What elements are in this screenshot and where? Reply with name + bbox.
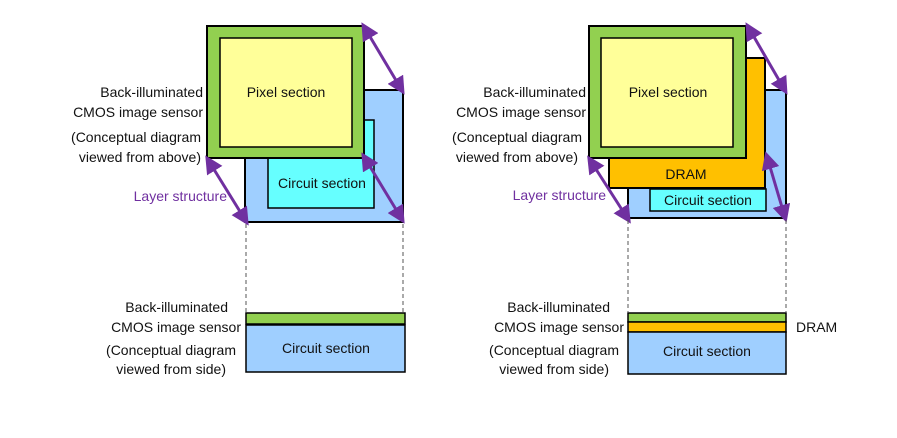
left-side-pixel <box>245 312 406 325</box>
right-top-note-line1: (Conceptual diagram <box>452 129 582 145</box>
left-side-note-line1: (Conceptual diagram <box>106 342 236 358</box>
right-pixel-section-box <box>600 37 734 148</box>
right-top-view: Circuit section DRAM Pixel section <box>587 22 791 312</box>
left-pixel-section-box <box>219 37 353 148</box>
left-side-view: Circuit section <box>245 312 406 373</box>
left-arrow-right <box>361 152 405 224</box>
left-top-note-line2: viewed from above) <box>79 149 201 165</box>
left-arrow-top <box>361 22 405 95</box>
right-circuit-section-label: Circuit section <box>664 192 752 208</box>
right-side-dram-label: DRAM <box>796 319 837 335</box>
left-arrow-bottom <box>205 155 249 226</box>
right-side-view: Circuit section <box>627 312 787 375</box>
right-side-circuit <box>627 331 787 375</box>
right-dram-label: DRAM <box>665 166 706 182</box>
left-side-circuit <box>245 324 406 373</box>
right-layer-structure-label: Layer structure <box>513 187 607 203</box>
right-side-dram <box>627 321 787 333</box>
left-top-view: Circuit section Pixel section <box>205 22 405 312</box>
right-side-label-line2: CMOS image sensor <box>494 319 624 335</box>
right-arrow-bottom <box>587 155 631 224</box>
right-side-circuit-label: Circuit section <box>663 343 751 359</box>
left-side-label-line1: Back-illuminated <box>125 299 228 315</box>
right-side-label-line1: Back-illuminated <box>507 299 610 315</box>
left-top-note-line1: (Conceptual diagram <box>71 129 201 145</box>
left-layer-structure-label: Layer structure <box>134 188 228 204</box>
right-arrow-top <box>745 22 788 95</box>
left-circuit-section-label: Circuit section <box>278 175 366 191</box>
right-side-pixel <box>627 312 787 323</box>
right-top-note-line2: viewed from above) <box>456 149 578 165</box>
right-arrow-right <box>761 151 791 223</box>
right-side-note-line1: (Conceptual diagram <box>489 342 619 358</box>
right-top-label-line1: Back-illuminated <box>483 84 586 100</box>
right-side-note-line2: viewed from side) <box>499 361 609 377</box>
left-top-label-line2: CMOS image sensor <box>73 104 203 120</box>
left-side-label-line2: CMOS image sensor <box>111 319 241 335</box>
left-pixel-section-label: Pixel section <box>247 84 326 100</box>
left-side-note-line2: viewed from side) <box>116 361 226 377</box>
left-top-label-line1: Back-illuminated <box>100 84 203 100</box>
left-side-circuit-label: Circuit section <box>282 340 370 356</box>
right-pixel-section-label: Pixel section <box>629 84 708 100</box>
right-top-label-line2: CMOS image sensor <box>456 104 586 120</box>
